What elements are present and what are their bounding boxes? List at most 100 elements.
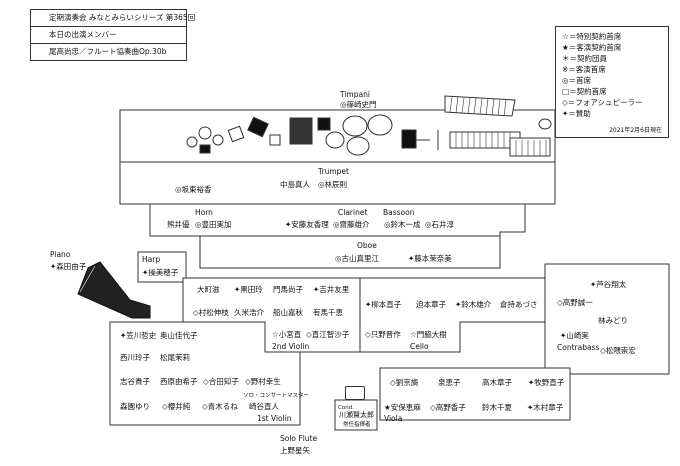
legend-item: ☆＝特別契約首席: [562, 32, 622, 41]
percussion-block: [269, 134, 281, 146]
conductor-label: Cond.: [338, 405, 354, 411]
violin2-member: 久米浩介: [234, 308, 264, 317]
contrabass-member: ◇高野誠一: [557, 298, 593, 307]
violin2-member: ◇直江智沙子: [306, 330, 350, 339]
violin2-member: 門馬尚子: [273, 285, 303, 294]
violin1-section: [109, 321, 301, 426]
horn-woodwind-section: [149, 203, 526, 237]
contrabass-member: ◇松隈崇宏: [600, 346, 636, 355]
viola-member: ✦木村章子: [527, 403, 564, 412]
violin2-member: 有馬千恵: [313, 308, 343, 317]
conductor-title: 常任指揮者: [343, 422, 371, 428]
clarinet-label: Clarinet: [338, 208, 368, 217]
percussion-block: [227, 125, 245, 143]
percussion-drum: [212, 134, 224, 146]
cello-member: ✦柳本直子: [365, 300, 402, 309]
timpani-label: Timpani: [340, 90, 370, 99]
violin2-member: ✦吉井友里: [313, 285, 350, 294]
violin2-member: ◇村松伸枝: [193, 308, 229, 317]
percussion-block: [199, 144, 211, 154]
legend-item: ＊＝契約団員: [562, 54, 607, 63]
timpani-drum: [346, 136, 370, 156]
viola-member: ◇高野香子: [430, 403, 466, 412]
members-title: 本日の出演メンバー: [31, 27, 186, 44]
violin1-member: 奥山佳代子: [160, 331, 198, 340]
piano-label: Piano: [50, 250, 71, 259]
bassoon-label: Bassoon: [383, 208, 415, 217]
cello-section: [359, 277, 546, 353]
contrabass-member: ✦山崎実: [560, 331, 589, 340]
bassoon-member: ◎鈴木一成: [384, 220, 421, 229]
legend-item: ★＝客演契約首席: [562, 43, 622, 52]
violin1-member: 志谷貴子: [120, 377, 150, 386]
clarinet-member: ◎齋藤雄介: [333, 220, 370, 229]
viola-member: 高木章子: [482, 378, 512, 387]
grand-piano: [77, 261, 151, 319]
cello-member: ☆門脇大樹: [410, 330, 447, 339]
piece-title: 尾高尚忠／フルート協奏曲Op.30b: [49, 47, 167, 56]
legend-item: ✦＝賛助: [562, 109, 591, 118]
percussion-drum: [186, 136, 198, 148]
violin1-member: ◇合田知子: [203, 377, 239, 386]
viola-member: 泉恵子: [438, 378, 461, 387]
percussion-block: [247, 116, 269, 138]
conductor-box: [334, 399, 378, 431]
legend-item: ※＝客演首席: [562, 65, 606, 74]
violin1-member: 松尾茉莉: [160, 353, 190, 362]
viola-member: ★安保恵麻: [384, 403, 421, 412]
trumpet-member: 中島真人: [280, 180, 310, 189]
contrabass-section: [544, 263, 670, 375]
harp-member: ✦操美穂子: [142, 268, 179, 277]
violin1-label: 1st Violin: [257, 414, 292, 423]
oboe-member: ◎古山真里江: [335, 254, 380, 263]
conductor-name: 川瀬賢太郎: [339, 411, 374, 419]
violin2-member: 大町滋: [197, 285, 220, 294]
piano-member: ✦森田由子: [50, 262, 87, 271]
viola-member: ✦牧野直子: [528, 378, 565, 387]
violin1-member: ◇青木るね: [202, 402, 238, 411]
contrabass-member: ✦芦谷翔太: [590, 280, 627, 289]
percussion-block: [317, 117, 331, 131]
legend: ☆＝特別契約首席 ★＝客演契約首席 ＊＝契約団員 ※＝客演首席 ◎＝首席 □＝契…: [555, 26, 669, 138]
percussion-drum: [538, 118, 552, 130]
horn-member: ◎豊田実加: [195, 220, 232, 229]
cello-member: ✦鈴木雄介: [455, 300, 492, 309]
timpani-drum: [342, 115, 368, 137]
oboe-member: ✦藤本茉奈美: [408, 254, 452, 263]
percussion-block: [289, 117, 313, 145]
legend-item: ◎＝首席: [562, 76, 592, 85]
soloist-label: Solo Flute: [280, 434, 318, 443]
contrabass-label: Contrabass: [557, 343, 600, 352]
oboe-section: [199, 235, 501, 269]
violin2-label: 2nd Violin: [272, 342, 310, 351]
timpani-member: ◎篠崎史門: [340, 100, 377, 109]
podium-icon: [345, 386, 365, 400]
concertmaster-label: ソロ・コンサートマスター: [243, 393, 310, 399]
viola-section: [379, 367, 571, 421]
timpani-drum: [367, 114, 393, 136]
timpani-drum: [325, 131, 345, 149]
cello-member: 迫本章子: [416, 300, 446, 309]
violin2-member: ✦黒田玲: [234, 285, 263, 294]
concert-title: 定期演奏会 みなとみらいシリーズ 第365回: [31, 10, 195, 27]
trumpet-member: ◎林辰則: [318, 180, 348, 189]
oboe-label: Oboe: [357, 241, 377, 250]
cello-member: ◇只野晋作: [365, 330, 401, 339]
percussion-member: ◎坂東裕香: [175, 185, 212, 194]
contrabass-member: 林みどり: [598, 316, 628, 325]
violin2-member: 船山嘉秋: [273, 308, 303, 317]
legend-item: □＝契約首席: [562, 87, 607, 96]
viola-member: 鈴木千夏: [482, 403, 512, 412]
cello-label: Cello: [410, 342, 429, 351]
violin1-member: 崎谷直人: [249, 402, 279, 411]
viola-member: ◇劉京旖: [390, 378, 419, 387]
trumpet-label: Trumpet: [318, 167, 349, 176]
program-header: 定期演奏会 みなとみらいシリーズ 第365回 本日の出演メンバー 尾高尚忠／フル…: [30, 9, 195, 61]
bass-drum: [401, 129, 417, 149]
violin1-member: 西川玲子: [120, 353, 150, 362]
violin1-member: ◇野村幸生: [245, 377, 281, 386]
violin1-member: ✦笠川哲史: [120, 331, 157, 340]
cello-member: 倉持あづさ: [500, 300, 538, 309]
legend-date: 2021年2月6日現在: [609, 127, 662, 134]
